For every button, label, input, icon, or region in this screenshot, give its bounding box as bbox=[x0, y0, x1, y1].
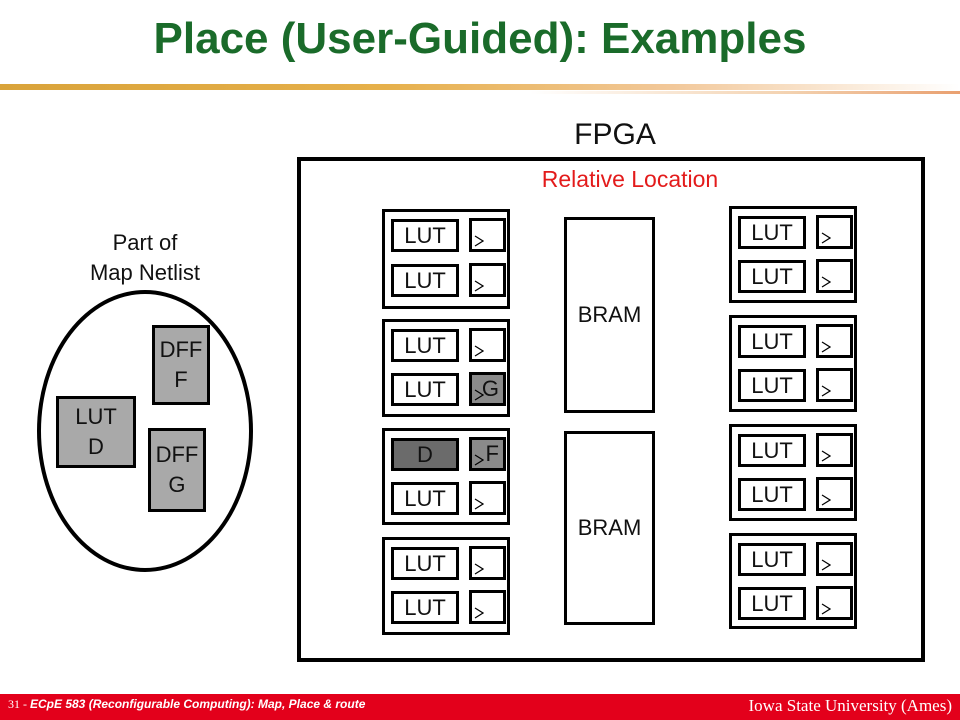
flip-flop bbox=[816, 586, 853, 620]
title-underline bbox=[0, 84, 960, 90]
flip-flop bbox=[469, 218, 506, 252]
netlist-label-line1: Part of bbox=[112, 230, 178, 255]
clock-triangle-icon bbox=[821, 341, 831, 353]
flip-flop-g-placed: G bbox=[469, 372, 506, 406]
clock-triangle-icon bbox=[821, 232, 831, 244]
lut-cell: LUT bbox=[391, 329, 459, 362]
clock-triangle-icon bbox=[474, 389, 484, 401]
lut-cell: LUT bbox=[391, 264, 459, 297]
flip-flop bbox=[816, 368, 853, 402]
clock-triangle-icon bbox=[474, 607, 484, 619]
netlist-lut-d-line1: LUT bbox=[75, 404, 117, 429]
lut-cell: LUT bbox=[738, 216, 806, 249]
flip-flop bbox=[469, 590, 506, 624]
netlist-dff-g-line2: G bbox=[168, 472, 186, 497]
netlist-dff-g: DFF G bbox=[148, 428, 206, 512]
clock-triangle-icon bbox=[474, 454, 484, 466]
lut-cell: LUT bbox=[738, 260, 806, 293]
lut-cell: LUT bbox=[738, 434, 806, 467]
ff-f-label: F bbox=[485, 441, 499, 466]
lut-cell: LUT bbox=[391, 591, 459, 624]
clb-left-3: D F LUT bbox=[382, 428, 510, 525]
flip-flop bbox=[816, 324, 853, 358]
clock-triangle-icon bbox=[821, 494, 831, 506]
course-title: ECpE 583 (Reconfigurable Computing): Map… bbox=[30, 697, 366, 711]
clock-triangle-icon bbox=[821, 276, 831, 288]
netlist-dff-g-line1: DFF bbox=[155, 442, 199, 467]
netlist-ellipse bbox=[37, 290, 253, 572]
clb-right-3: LUT LUT bbox=[729, 424, 857, 521]
clock-triangle-icon bbox=[821, 450, 831, 462]
lut-cell: LUT bbox=[738, 325, 806, 358]
lut-cell: LUT bbox=[738, 478, 806, 511]
lut-cell: LUT bbox=[391, 373, 459, 406]
relative-location-label: Relative Location bbox=[541, 166, 719, 192]
university-name: Iowa State University (Ames) bbox=[748, 696, 952, 715]
slide-number: 31 - bbox=[8, 697, 27, 711]
lut-cell: LUT bbox=[738, 369, 806, 402]
fpga-label: FPGA bbox=[574, 118, 656, 151]
clock-triangle-icon bbox=[474, 498, 484, 510]
title-underline-accent bbox=[530, 91, 960, 94]
netlist-lut-d-line2: D bbox=[88, 434, 104, 459]
clb-right-4: LUT LUT bbox=[729, 533, 857, 629]
bram-1: BRAM bbox=[564, 217, 655, 413]
lut-cell: LUT bbox=[391, 482, 459, 515]
lut-cell: LUT bbox=[391, 547, 459, 580]
clb-left-1: LUT LUT bbox=[382, 209, 510, 309]
fpga-box bbox=[297, 157, 925, 662]
clock-triangle-icon bbox=[474, 345, 484, 357]
flip-flop bbox=[816, 259, 853, 293]
lut-cell: LUT bbox=[738, 587, 806, 620]
netlist-dff-f-line2: F bbox=[174, 367, 188, 392]
clock-triangle-icon bbox=[474, 235, 484, 247]
footer-left: 31 - ECpE 583 (Reconfigurable Computing)… bbox=[8, 697, 365, 712]
clb-left-4: LUT LUT bbox=[382, 537, 510, 635]
clb-left-2: LUT LUT G bbox=[382, 319, 510, 417]
lut-cell: LUT bbox=[738, 543, 806, 576]
flip-flop bbox=[469, 328, 506, 362]
bram-2: BRAM bbox=[564, 431, 655, 625]
lut-cell: LUT bbox=[391, 219, 459, 252]
netlist-dff-f: DFF F bbox=[152, 325, 210, 405]
slide-title: Place (User-Guided): Examples bbox=[153, 14, 807, 63]
flip-flop bbox=[816, 542, 853, 576]
clock-triangle-icon bbox=[474, 280, 484, 292]
netlist-lut-d: LUT D bbox=[56, 396, 136, 468]
clock-triangle-icon bbox=[474, 563, 484, 575]
clock-triangle-icon bbox=[821, 603, 831, 615]
flip-flop bbox=[469, 546, 506, 580]
netlist-label-line2: Map Netlist bbox=[89, 260, 201, 285]
footer-bar: 31 - ECpE 583 (Reconfigurable Computing)… bbox=[0, 694, 960, 720]
ff-g-label: G bbox=[481, 376, 499, 401]
clock-triangle-icon bbox=[821, 385, 831, 397]
netlist-dff-f-line1: DFF bbox=[159, 337, 203, 362]
flip-flop-f-placed: F bbox=[469, 437, 506, 471]
flip-flop bbox=[816, 215, 853, 249]
flip-flop bbox=[816, 433, 853, 467]
lut-d-placed: D bbox=[391, 438, 459, 471]
flip-flop bbox=[816, 477, 853, 511]
flip-flop bbox=[469, 481, 506, 515]
flip-flop bbox=[469, 263, 506, 297]
netlist-label: Part of Map Netlist bbox=[60, 228, 230, 288]
clock-triangle-icon bbox=[821, 559, 831, 571]
clb-right-1: LUT LUT bbox=[729, 206, 857, 303]
clb-right-2: LUT LUT bbox=[729, 315, 857, 412]
